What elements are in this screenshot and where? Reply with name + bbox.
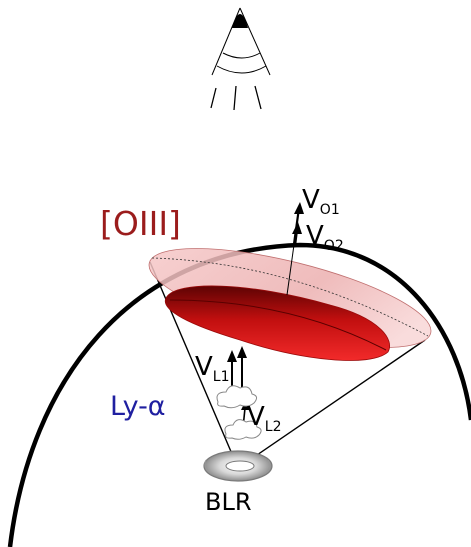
velocity-o1-sub: O1 (320, 202, 340, 218)
velocity-l2-sub: L2 (265, 419, 282, 435)
velocity-l1-main: V (195, 352, 213, 382)
cone-outline (149, 261, 426, 469)
velocity-l1-label: VL1 (195, 352, 230, 385)
cloud-icon (216, 385, 258, 409)
velocity-l2-label: VL2 (247, 402, 282, 435)
oiii-velocity-arrows (292, 202, 304, 247)
velocity-o2-main: V (306, 221, 324, 251)
lya-label: Ly-α (110, 391, 166, 422)
eye-icon (210, 7, 271, 111)
cloud-icon (224, 419, 262, 440)
velocity-o1-main: V (302, 185, 320, 215)
torus-icon (203, 450, 273, 482)
velocity-l2-main: V (247, 402, 265, 432)
outflow-disk (164, 285, 390, 361)
blr-label: BLR (205, 488, 252, 516)
velocity-o2-sub: O2 (324, 238, 344, 254)
velocity-l1-sub: L1 (213, 369, 230, 385)
velocity-o2-label: VO2 (306, 221, 344, 254)
oiii-label: [OIII] (100, 204, 181, 243)
velocity-o1-label: VO1 (302, 185, 340, 218)
sphere-outline (7, 242, 471, 547)
